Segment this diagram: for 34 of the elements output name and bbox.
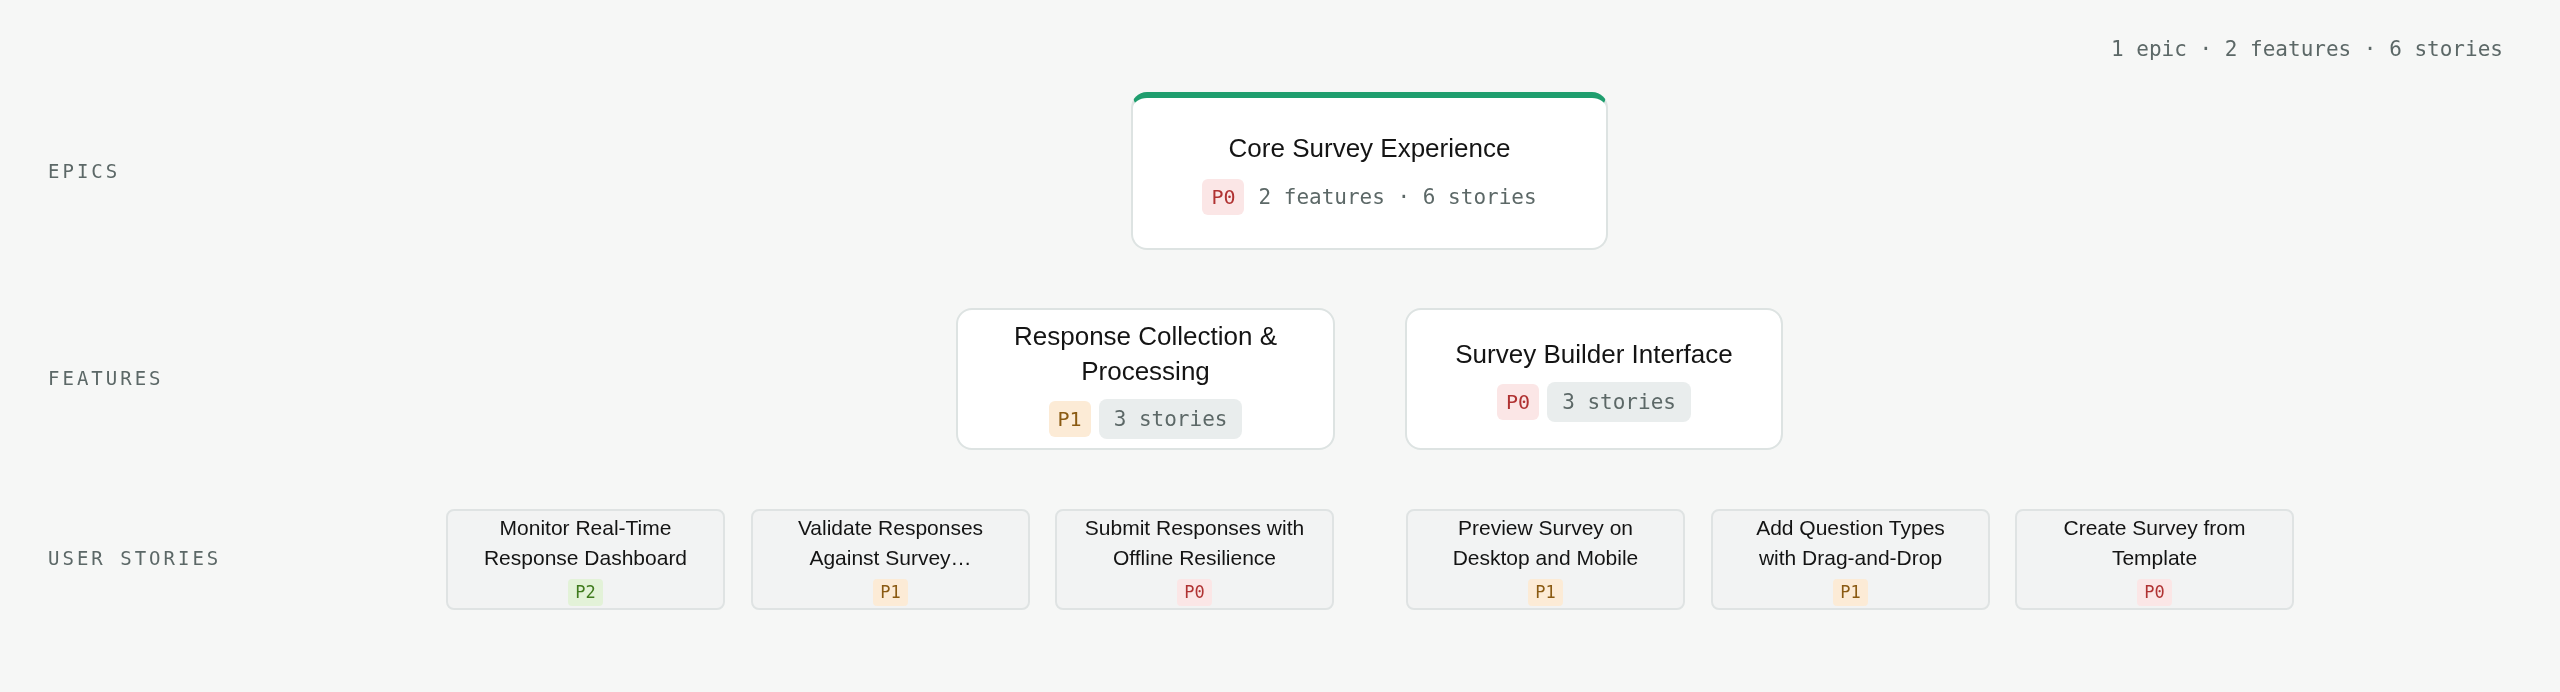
story-card (1711, 509, 1990, 610)
priority-badge: P1 (873, 579, 908, 606)
story-title: Preview Survey on Desktop and Mobile (1451, 515, 1640, 571)
row-label: USER STORIES (48, 546, 222, 570)
story-card (446, 509, 725, 610)
priority-badge: P1 (1048, 401, 1091, 437)
summary-text: 1 epic · 2 features · 6 stories (2111, 36, 2503, 62)
feature-title: Response Collection & Processing (1012, 320, 1278, 388)
priority-badge: P0 (1497, 383, 1540, 420)
priority-badge: P1 (1528, 579, 1563, 606)
epic-title: Core Survey Experience (1227, 132, 1512, 165)
story-card (2015, 509, 2294, 610)
priority-badge: P0 (2137, 579, 2172, 606)
priority-badge: P0 (1177, 579, 1212, 606)
story-title: Validate Responses Against Survey… (796, 515, 985, 571)
feature-card (1405, 308, 1783, 450)
priority-badge: P1 (1833, 579, 1868, 606)
story-card (1406, 509, 1685, 610)
story-title: Create Survey from Template (2062, 515, 2247, 571)
feature-title: Survey Builder Interface (1454, 337, 1734, 371)
story-count-pill: 3 stories (1098, 399, 1243, 439)
story-card (1055, 509, 1334, 610)
priority-badge: P2 (568, 579, 603, 606)
epic-card (1131, 92, 1608, 250)
story-title: Add Question Types with Drag-and-Drop (1755, 515, 1946, 571)
count-text: 2 features · 6 stories (1258, 184, 1537, 211)
row-label: FEATURES (48, 366, 164, 390)
feature-card (956, 308, 1335, 450)
story-count-pill: 3 stories (1547, 381, 1691, 422)
story-title: Monitor Real-Time Response Dashboard (482, 515, 689, 571)
story-card (751, 509, 1030, 610)
story-title: Submit Responses with Offline Resilience (1083, 515, 1306, 571)
priority-badge: P0 (1202, 179, 1245, 215)
row-label: EPICS (48, 159, 121, 183)
